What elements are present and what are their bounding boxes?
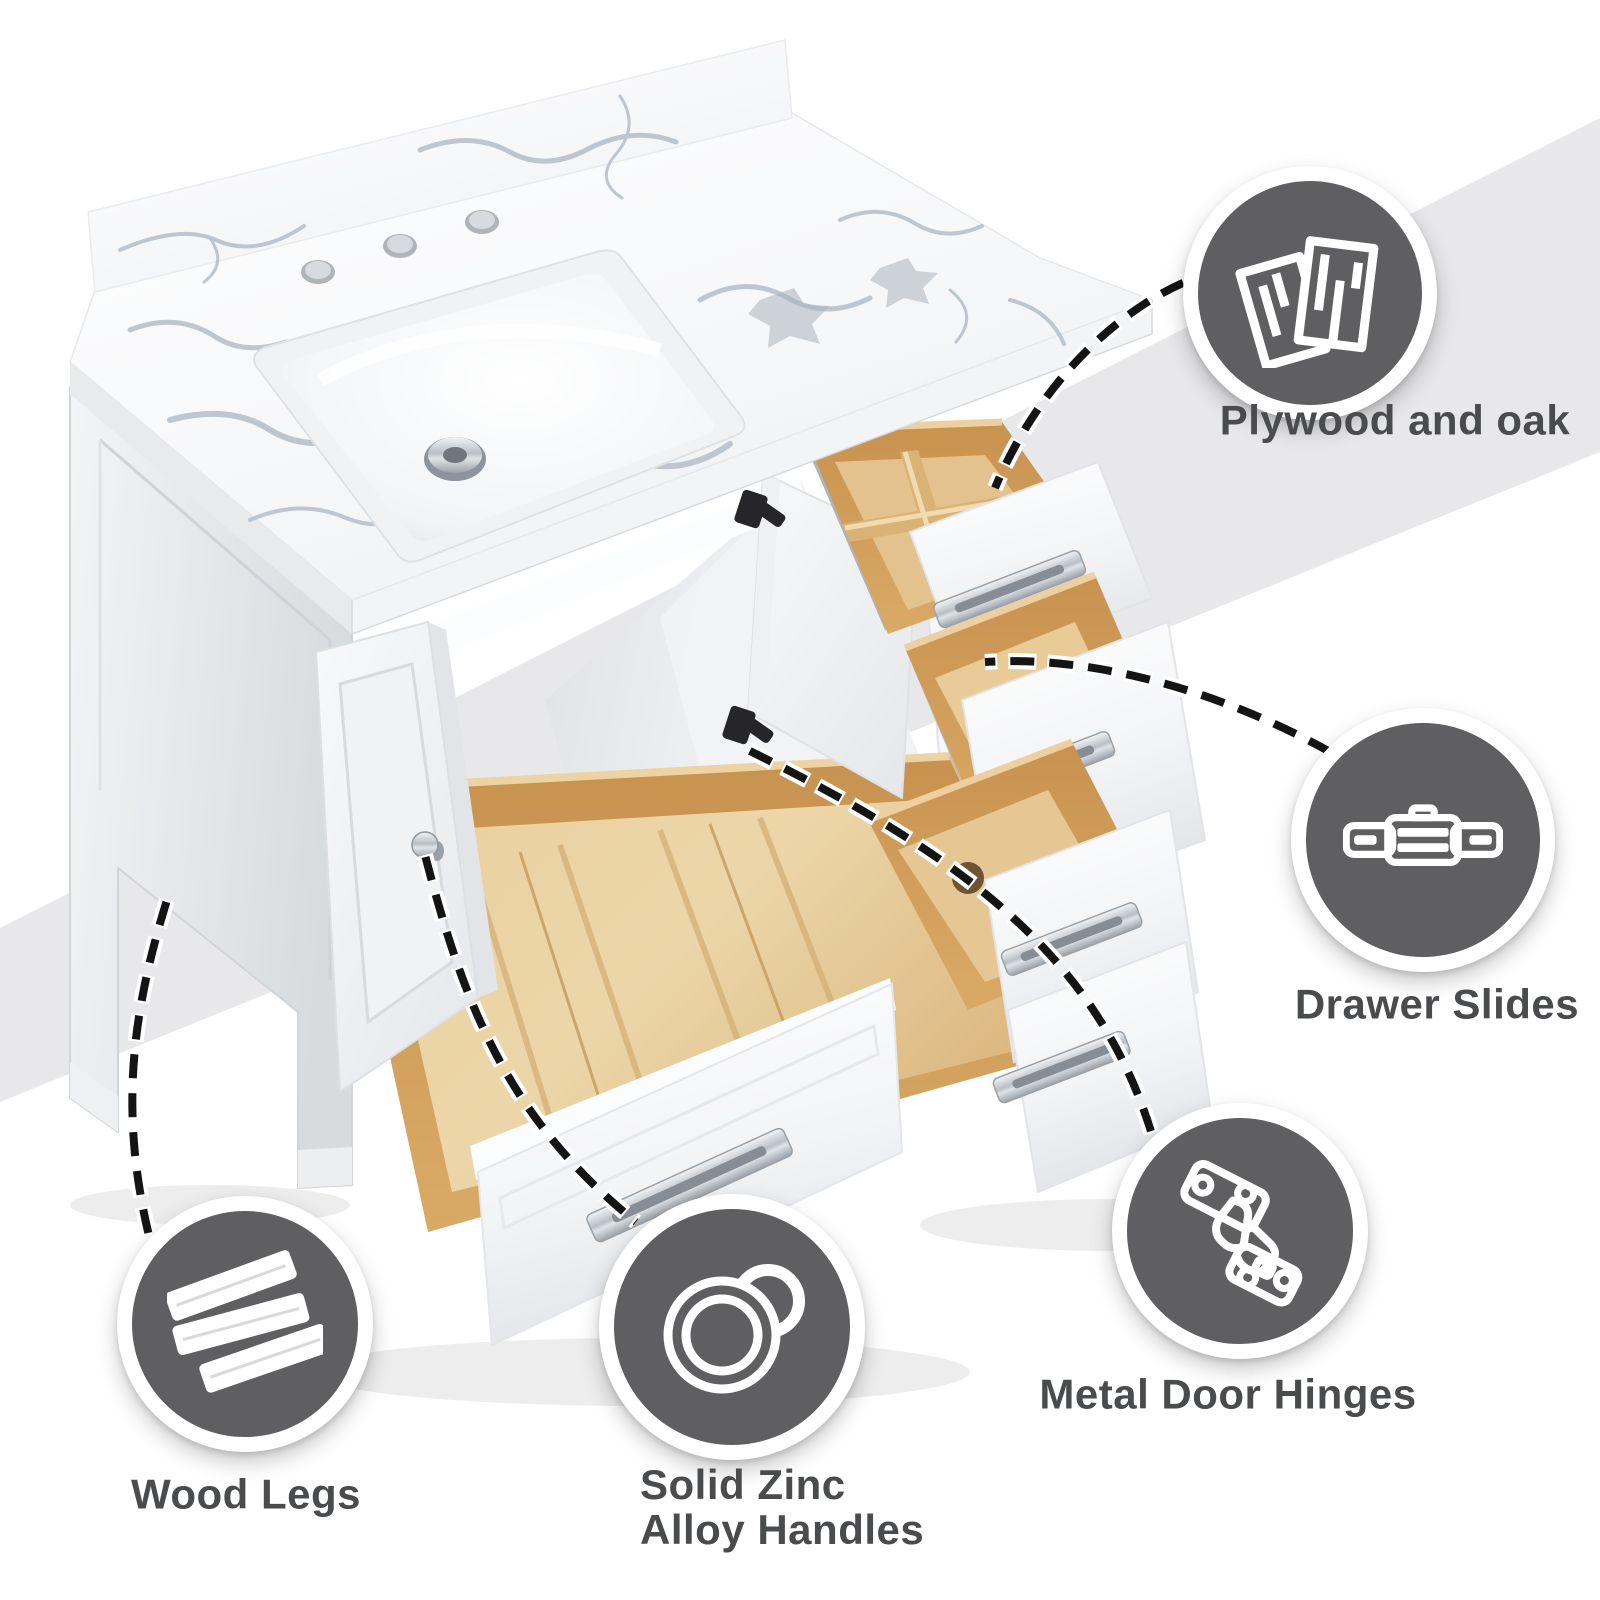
callout-line-hinges xyxy=(744,742,1163,1148)
plywood-sheets-icon xyxy=(1235,236,1379,368)
drawer-slide-icon xyxy=(1343,804,1503,866)
door-hinge-top xyxy=(734,489,786,529)
undermount-sink xyxy=(253,249,746,563)
cabinet-hinge-icon xyxy=(1180,1160,1303,1307)
callout-line-wood-legs xyxy=(124,897,175,1242)
marble-patches xyxy=(748,258,938,348)
left-door-open xyxy=(314,620,498,1094)
left-side-frame xyxy=(69,385,353,1190)
callout-door-hinges-circle xyxy=(1112,1103,1368,1359)
round-handle-icon xyxy=(663,1264,805,1394)
callout-wood-legs-circle xyxy=(117,1196,373,1452)
feature-label-door-hinges: Metal Door Hinges xyxy=(1039,1370,1417,1418)
right-drawer-bank xyxy=(800,418,1214,1194)
callout-plywood-circle xyxy=(1183,166,1437,420)
callout-line-drawer-slides xyxy=(984,653,1336,760)
feature-label-wood-legs: Wood Legs xyxy=(130,1470,362,1518)
callout-drawer-slides-circle xyxy=(1291,708,1555,972)
feature-label-drawer-slides: Drawer Slides xyxy=(1294,980,1580,1028)
callout-line-handles xyxy=(417,853,642,1229)
door-hinge-bottom xyxy=(722,705,774,745)
faucet-holes xyxy=(301,210,499,284)
callout-handles-circle xyxy=(599,1194,865,1460)
callout-lines xyxy=(124,274,1336,1242)
wood-planks-icon xyxy=(167,1250,323,1393)
feature-label-handles: Solid Zinc Alloy Handles xyxy=(640,1461,925,1554)
marble-countertop xyxy=(69,39,1155,636)
callout-line-plywood xyxy=(987,274,1189,492)
feature-label-plywood: Plywood and oak xyxy=(1219,396,1571,444)
